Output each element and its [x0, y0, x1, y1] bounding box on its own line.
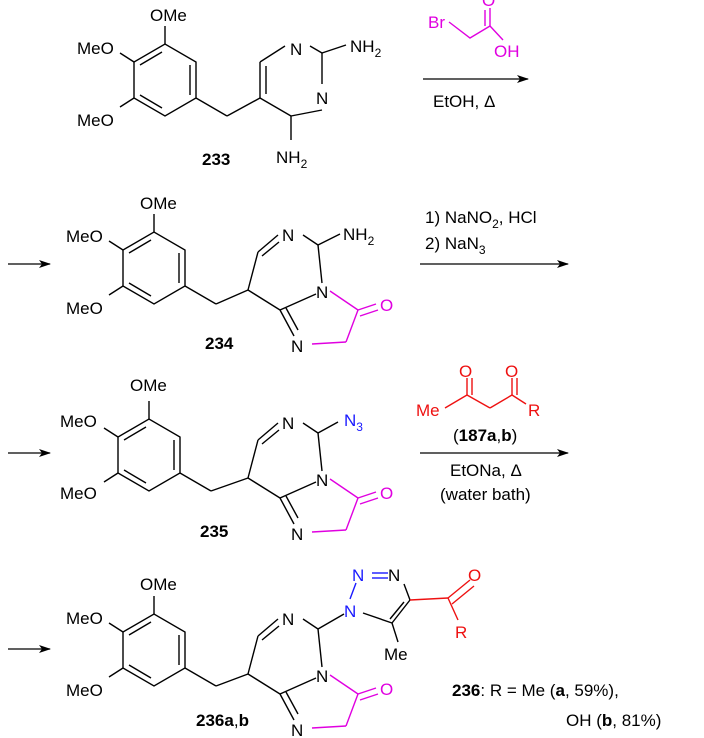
n-label: N	[291, 721, 303, 738]
n-label: N	[316, 471, 328, 490]
nh2-label: NH2	[350, 37, 382, 60]
ome-label: OMe	[150, 6, 187, 25]
o-label: O	[380, 484, 393, 503]
n-label: N	[282, 610, 294, 629]
ome-label: OMe	[140, 575, 177, 594]
result-line-1: 236: R = Me (a, 59%),	[452, 681, 619, 700]
o-label: O	[380, 296, 393, 315]
r-label: R	[455, 623, 467, 642]
o-label: O	[468, 566, 481, 585]
n-label: N	[291, 337, 303, 356]
n-label: N	[316, 667, 328, 686]
nh2-label: NH2	[276, 148, 308, 171]
o-label: O	[380, 680, 393, 699]
diketone-187: Me O O R	[416, 362, 540, 420]
bromoacetic-acid: Br O OH	[428, 0, 520, 61]
azide-label: N3	[344, 411, 363, 434]
o-label: O	[459, 362, 472, 381]
n-label: N	[316, 89, 328, 108]
meo-label: MeO	[60, 484, 97, 503]
n-label: N	[291, 525, 303, 544]
step3-conditions-2: (water bath)	[440, 485, 531, 504]
meo-label: MeO	[60, 412, 97, 431]
meo-label: MeO	[66, 299, 103, 318]
compound-label-234: 234	[205, 334, 234, 353]
nh2-label: NH2	[343, 225, 375, 248]
meo-label: MeO	[66, 609, 103, 628]
oh-label: OH	[494, 42, 520, 61]
compound-235: OMe MeO MeO N N N O N3 235	[60, 376, 393, 544]
br-label: Br	[428, 13, 445, 32]
step2-reagent-2: 2) NaN3	[425, 234, 486, 257]
compound-234: OMe MeO MeO N N N O NH2 234	[66, 194, 393, 356]
r-label: R	[528, 401, 540, 420]
me-label: Me	[416, 401, 440, 420]
n-label: N	[282, 226, 294, 245]
compound-236: OMe MeO MeO N N N O N N N Me	[66, 566, 481, 738]
n-label: N	[352, 566, 364, 585]
meo-label: MeO	[66, 681, 103, 700]
step1-conditions: EtOH, Δ	[433, 92, 495, 111]
meo-label: MeO	[77, 111, 114, 130]
step3-conditions: EtONa, Δ	[450, 461, 522, 480]
compound-label-233: 233	[202, 150, 230, 169]
meo-label: MeO	[77, 39, 114, 58]
n-label: N	[316, 283, 328, 302]
step2-reagent-1: 1) NaNO2, HCl	[425, 208, 537, 231]
ome-label: OMe	[130, 376, 167, 395]
meo-label: MeO	[66, 227, 103, 246]
compound-label-235: 235	[200, 522, 228, 541]
ome-label: OMe	[140, 194, 177, 213]
n-label: N	[344, 602, 356, 621]
result-line-2: OH (b, 81%)	[566, 711, 661, 730]
compound-233: OMe MeO MeO N N NH2 NH2 233	[77, 6, 382, 171]
step3-reagent-ref: (187a,b)	[453, 426, 517, 445]
o-label: O	[482, 0, 495, 10]
compound-label-236: 236a,b	[196, 711, 249, 730]
n-label: N	[388, 566, 400, 585]
n-label: N	[290, 40, 302, 59]
n-label: N	[282, 414, 294, 433]
o-label: O	[505, 362, 518, 381]
me-label: Me	[384, 645, 408, 664]
